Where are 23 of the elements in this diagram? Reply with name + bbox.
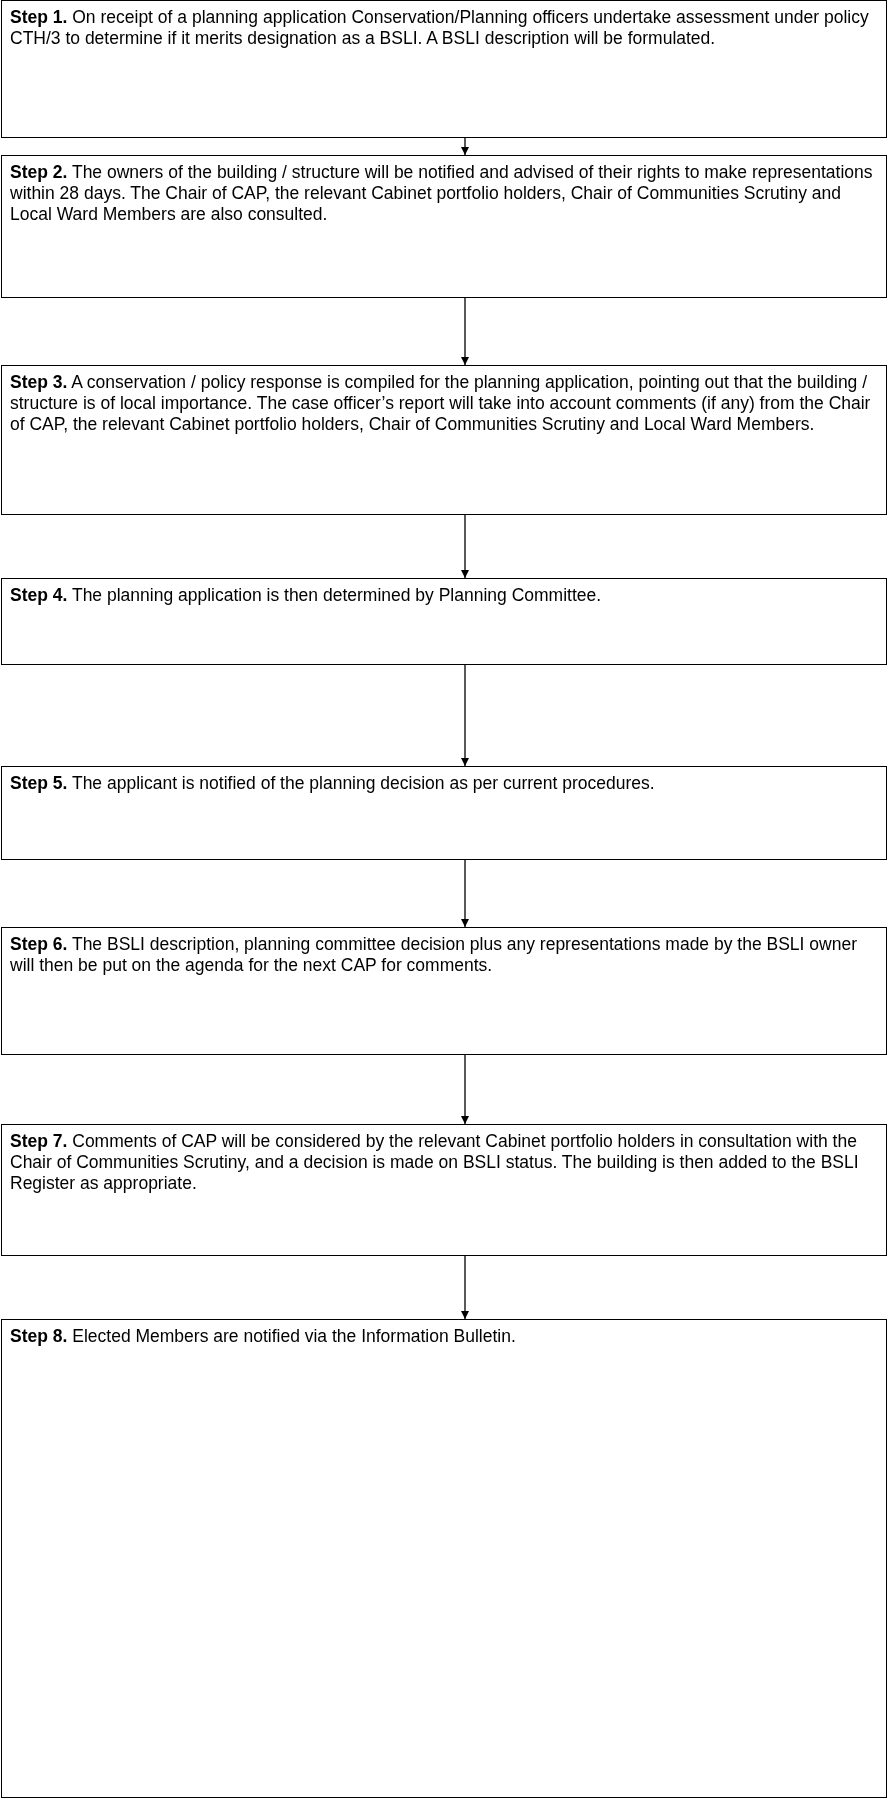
- step-box: [1, 578, 887, 665]
- step-text: Step 3. A conservation / policy response is compiled for the planning application, pointing out that the building / structure is of local importance. The case officer’s report will take into account comments (if any) from the Chair of CAP, the relevant Cabinet portfolio holders, Chair of Communities Scrutiny and Local Ward Members.: [10, 372, 872, 435]
- step-text: Step 6. The BSLI description, planning committee decision plus any representations made by the BSLI owner will then be put on the agenda for the next CAP for comments.: [10, 934, 858, 976]
- step-box: [1, 155, 887, 298]
- arrow: [461, 137, 469, 156]
- step-box: [1, 766, 887, 860]
- arrow: [461, 859, 469, 928]
- step-box: [1, 0, 887, 138]
- step-box: [1, 1319, 887, 1798]
- arrow: [461, 514, 469, 579]
- step-box: [1, 365, 887, 515]
- step-text: Step 1. On receipt of a planning application Conservation/Planning officers undertake assessment under policy CTH/3 to determine if it merits designation as a BSLI. A BSLI description will be formulated.: [10, 7, 870, 49]
- step-box: [1, 1124, 887, 1256]
- step-text: Step 8. Elected Members are notified via the Information Bulletin.: [10, 1326, 517, 1347]
- step-box: [1, 927, 887, 1055]
- arrow: [461, 664, 469, 767]
- arrow: [461, 1255, 469, 1320]
- step-text: Step 5. The applicant is notified of the planning decision as per current procedures.: [10, 773, 656, 794]
- step-text: Step 4. The planning application is then determined by Planning Committee.: [10, 585, 603, 606]
- arrow: [461, 1054, 469, 1125]
- step-text: Step 2. The owners of the building / structure will be notified and advised of their rights to make representations within 28 days. The Chair of CAP, the relevant Cabinet portfolio holders, Chair of Communities Scrutiny and Local Ward Members are also consulted.: [10, 162, 874, 225]
- step-text: Step 7. Comments of CAP will be considered by the relevant Cabinet portfolio holders in consultation with the Chair of Communities Scrutiny, and a decision is made on BSLI status. The building is then added to the BSLI Register as appropriate.: [10, 1131, 860, 1194]
- arrow: [461, 297, 469, 366]
